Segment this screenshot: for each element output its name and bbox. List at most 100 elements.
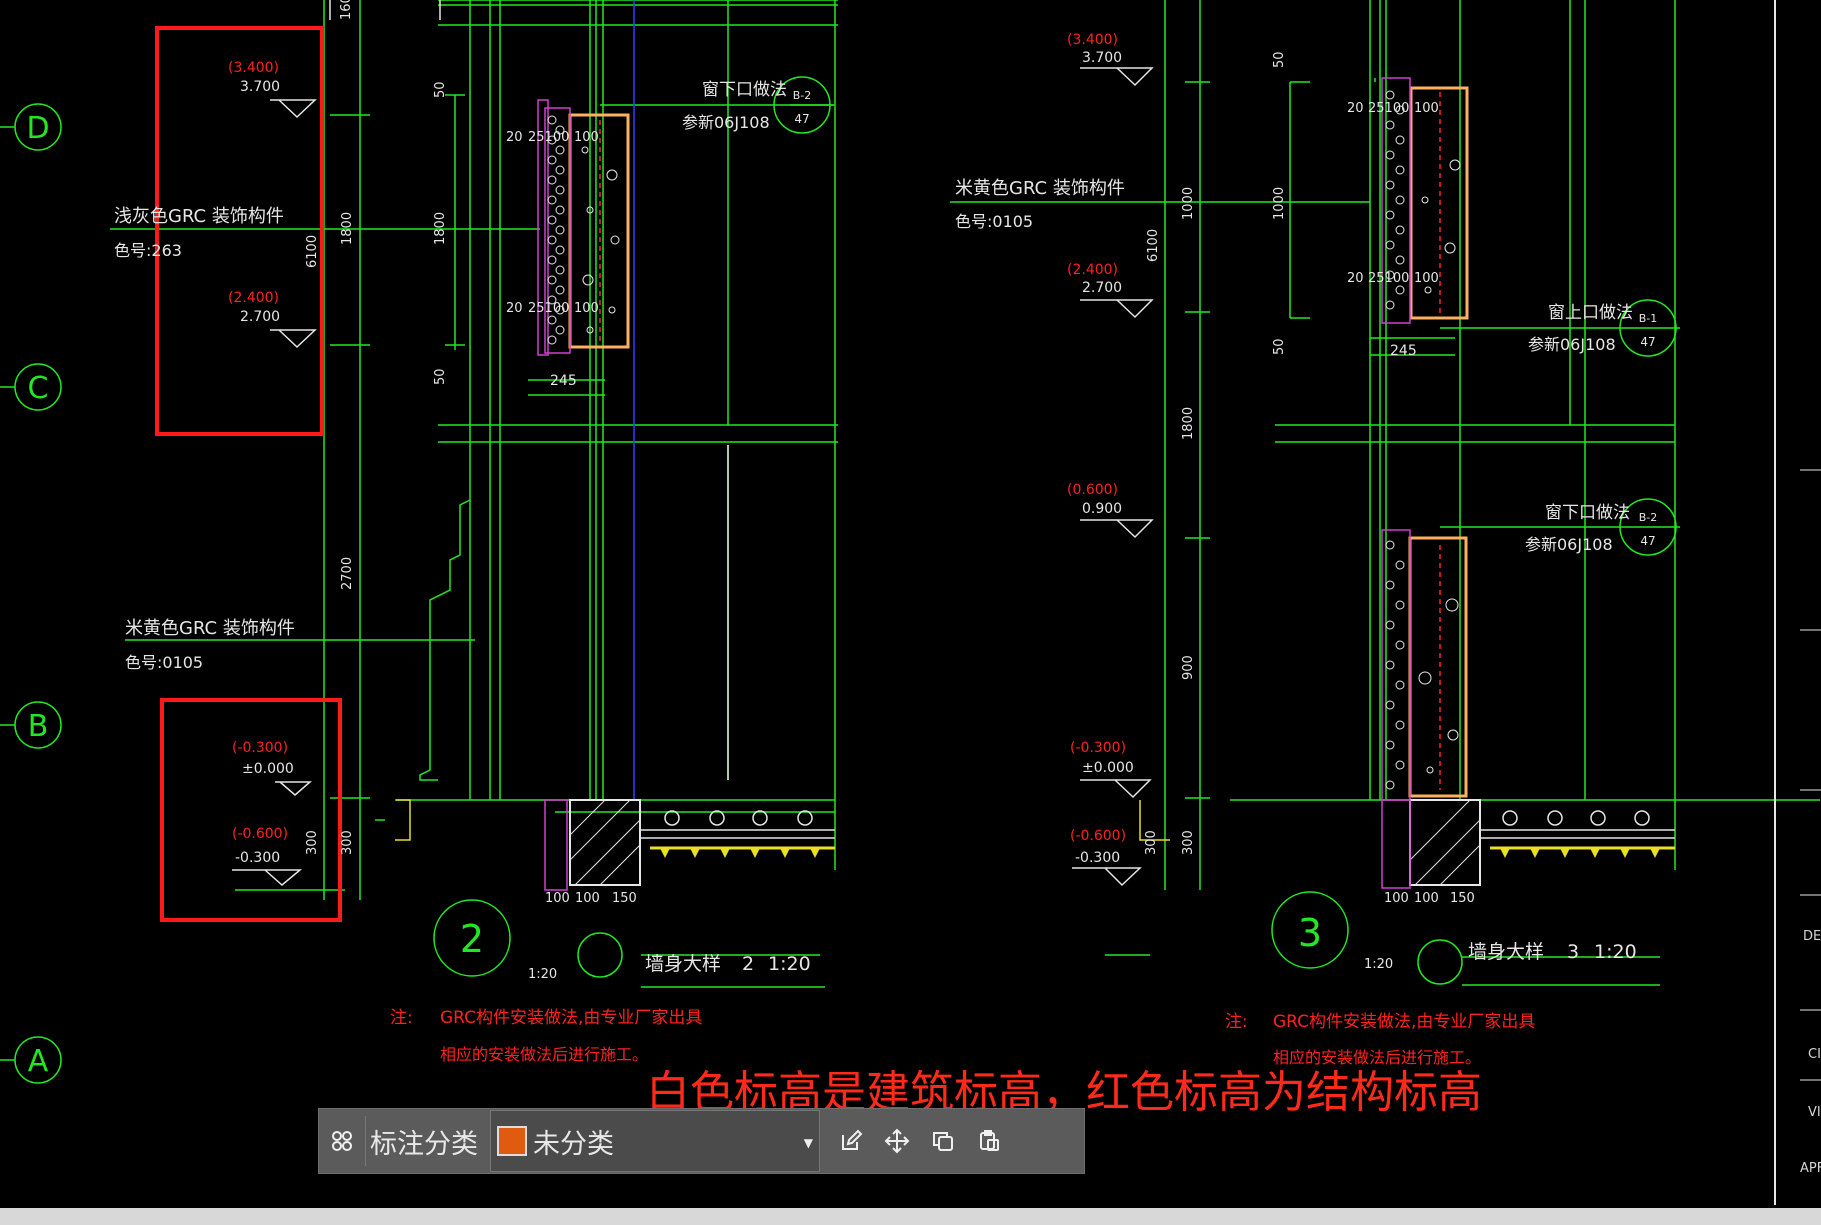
grid-axis-a: A: [28, 1044, 49, 1079]
d2-dim-25100b: 25100: [528, 301, 569, 316]
detail-2-linework: [110, 0, 838, 988]
d2-elev-top-arch: 3.700: [240, 79, 280, 95]
annotation-toolbar: 标注分类 未分类 ▼: [318, 1108, 1085, 1174]
d2-note-line2: 相应的安装做法后进行施工。: [440, 1045, 648, 1064]
d2-dim-1800: 1800: [340, 212, 355, 245]
d2-dim-100a: 100: [574, 130, 599, 145]
d2-title-scale: 1:20: [768, 953, 811, 975]
d3-dim-150: 150: [1450, 891, 1475, 906]
paste-icon[interactable]: [966, 1108, 1012, 1174]
toolbar-divider: [365, 1116, 366, 1166]
d3-note-line1: GRC构件安装做法,由专业厂家出具: [1273, 1012, 1535, 1032]
d3-elev-sill-struct: (0.600): [1067, 482, 1118, 498]
d2-dim-25100a: 25100: [528, 130, 569, 145]
d3-title-scale: 1:20: [1594, 941, 1637, 963]
d3-grc-yellow-label: 米黄色GRC 装饰构件: [955, 178, 1125, 199]
d3-dim-900: 900: [1181, 655, 1196, 680]
d3-elev-base-struct: (-0.300): [1070, 740, 1126, 756]
d2-elev-base-struct: (-0.300): [232, 740, 288, 756]
d3-dim-1800: 1800: [1181, 407, 1196, 440]
d3-dim-300a: 300: [1144, 830, 1159, 855]
d3-bubble1-top: B-1: [1639, 312, 1658, 325]
d3-dim-300b: 300: [1181, 830, 1196, 855]
d2-grc-yellow-label: 米黄色GRC 装饰构件: [125, 618, 295, 639]
d3-title: 墙身大样: [1468, 941, 1544, 963]
d3-dim-20a: 20: [1347, 101, 1364, 116]
d2-grc-grey-color: 色号:263: [114, 241, 182, 260]
d3-dim-1000b: 1000: [1272, 187, 1287, 220]
d3-detail-scale: 1:20: [1364, 957, 1393, 972]
d2-dim-1600: 1600: [339, 0, 354, 20]
d2-grc-grey-label: 浅灰色GRC 装饰构件: [114, 206, 284, 227]
edit-icon[interactable]: [828, 1108, 874, 1174]
d2-dim-20b: 20: [506, 301, 523, 316]
d3-elev-low-arch: -0.300: [1075, 850, 1120, 866]
d3-bubble2-top: B-2: [1639, 511, 1658, 524]
d3-elev-base-arch: ±0.000: [1082, 760, 1134, 776]
d2-dim-300a: 300: [305, 830, 320, 855]
d3-dim-25100a: 25100: [1368, 101, 1409, 116]
d3-elev-top-arch: 3.700: [1082, 50, 1122, 66]
d2-dim-50a: 50: [433, 81, 448, 98]
d3-dim-1000a: 1000: [1181, 187, 1196, 220]
d3-dim-6100: 6100: [1146, 229, 1161, 262]
d3-bubble2-bottom: 47: [1640, 534, 1655, 548]
d2-elev-top-struct: (3.400): [228, 60, 279, 76]
move-icon[interactable]: [874, 1108, 920, 1174]
d2-title: 墙身大样: [645, 953, 721, 975]
chevron-down-icon: ▼: [803, 1136, 813, 1150]
d2-dim-1800b: 1800: [433, 212, 448, 245]
d3-detail-number: 3: [1298, 911, 1322, 955]
d3-note-line2: 相应的安装做法后进行施工。: [1273, 1048, 1481, 1067]
d2-dim-6100: 6100: [305, 235, 320, 268]
d3-elev-mid-struct: (2.400): [1067, 262, 1118, 278]
grid-axis-c: C: [28, 371, 49, 406]
d3-grc-yellow-color: 色号:0105: [955, 212, 1033, 231]
category-color-swatch: [497, 1126, 527, 1156]
d3-window-bottom-label: 窗下口做法: [1545, 503, 1630, 523]
d2-elev-base-arch: ±0.000: [242, 761, 294, 777]
d2-dim-245: 245: [550, 373, 577, 389]
d3-window-top-ref: 参新06J108: [1528, 335, 1616, 354]
d3-dim-20b: 20: [1347, 271, 1364, 286]
d3-dim-25100b: 25100: [1368, 271, 1409, 286]
d2-window-bottom-ref: 参新06J108: [682, 113, 770, 132]
annotation-category-label: 标注分类: [370, 1128, 478, 1160]
d2-detail-scale: 1:20: [528, 967, 557, 982]
category-select[interactable]: 未分类 ▼: [490, 1110, 820, 1172]
d3-bubble1-bottom: 47: [1640, 335, 1655, 349]
d2-dim-2700: 2700: [340, 557, 355, 590]
d3-window-top-label: 窗上口做法: [1548, 303, 1633, 323]
d2-window-bottom-label: 窗下口做法: [702, 80, 787, 100]
d2-title-num: 2: [742, 953, 754, 975]
d3-dim-245: 245: [1390, 343, 1417, 359]
d3-elev-mid-arch: 2.700: [1082, 280, 1122, 296]
d3-elev-sill-arch: 0.900: [1082, 501, 1122, 517]
d2-elev-mid-arch: 2.700: [240, 309, 280, 325]
d3-title-num: 3: [1567, 941, 1579, 963]
title-block-text-1: DE: [1803, 929, 1821, 944]
d2-dim-100d: 100: [575, 891, 600, 906]
d3-dim-100b: 100: [1414, 271, 1439, 286]
d2-bubble-bottom: 47: [794, 112, 809, 126]
d3-dim-50a: 50: [1272, 51, 1287, 68]
d2-dim-20a: 20: [506, 130, 523, 145]
d2-note-line1: GRC构件安装做法,由专业厂家出具: [440, 1008, 702, 1028]
d2-dim-100c: 100: [545, 891, 570, 906]
copy-icon[interactable]: [920, 1108, 966, 1174]
d2-grc-yellow-color: 色号:0105: [125, 653, 203, 672]
d2-note-label: 注:: [390, 1008, 413, 1028]
d2-dim-50b: 50: [433, 368, 448, 385]
d3-dim-50b: 50: [1272, 338, 1287, 355]
title-block-text-2: CI: [1808, 1047, 1821, 1062]
grid-menu-icon[interactable]: [319, 1108, 365, 1174]
grid-axis-b: B: [28, 709, 49, 744]
d2-dim-150: 150: [612, 891, 637, 906]
title-block-text-3: VI: [1808, 1105, 1821, 1120]
d2-elev-low-arch: -0.300: [235, 850, 280, 866]
d3-elev-low-struct: (-0.600): [1070, 828, 1126, 844]
d3-note-label: 注:: [1225, 1012, 1248, 1032]
detail-3-linework: [950, 0, 1820, 1205]
d3-dim-100d: 100: [1414, 891, 1439, 906]
